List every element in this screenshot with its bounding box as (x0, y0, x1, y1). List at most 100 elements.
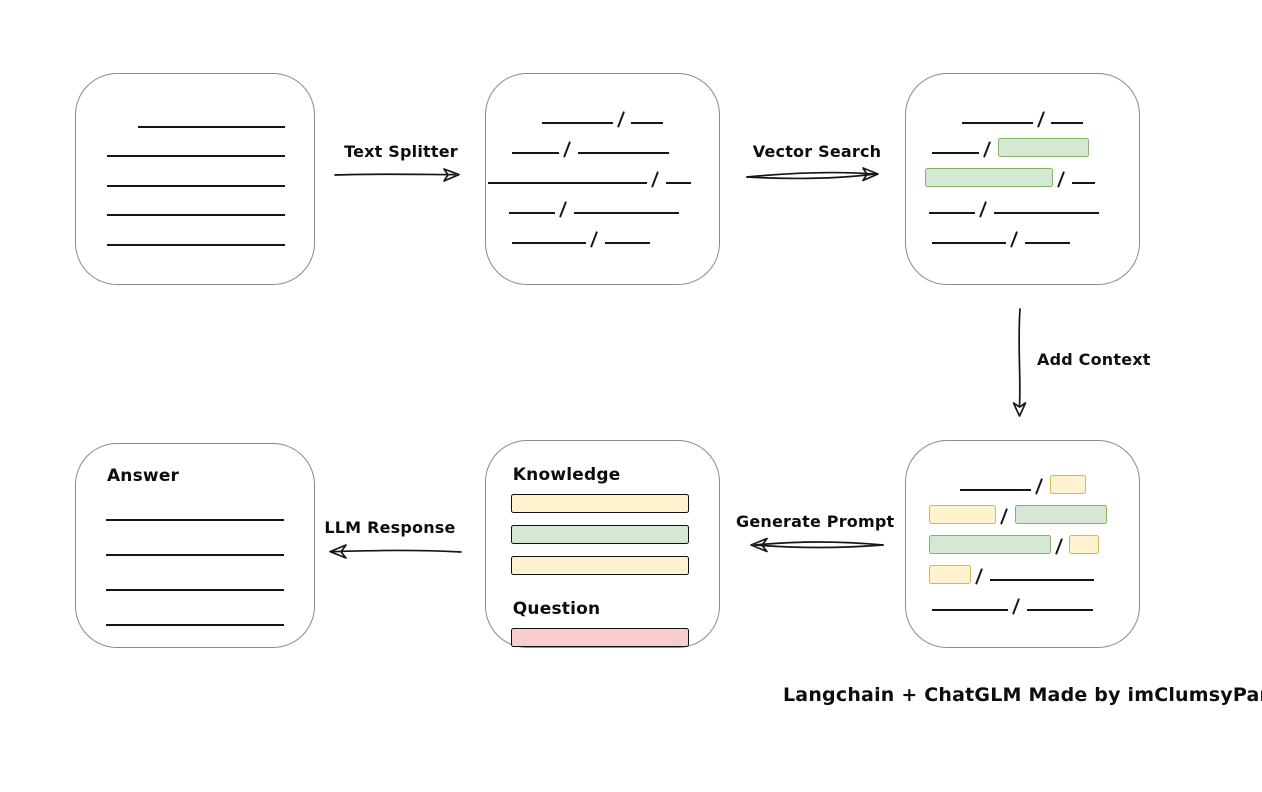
yellow-bar (510, 556, 689, 575)
arrow-vector-search: Vector Search (744, 142, 890, 188)
arrow-llm-response: LLM Response (316, 518, 464, 566)
context-chunk-rows (906, 441, 1139, 615)
answer-line (105, 624, 285, 626)
llm-response-label: LLM Response (324, 518, 456, 537)
chunk-row (931, 585, 1139, 615)
node-matched-chunks (905, 73, 1140, 285)
chunk-row (488, 158, 719, 188)
slash-separator (590, 231, 599, 248)
chunk-row (509, 188, 719, 218)
answer-title: Answer (106, 466, 180, 486)
text-line (931, 609, 1009, 611)
document-line (106, 214, 286, 216)
down-arrow-icon (1012, 308, 1027, 417)
chunk-yellow (1069, 535, 1099, 554)
chunk-rows (486, 74, 719, 248)
text-line (541, 122, 613, 124)
text-line (511, 242, 587, 244)
text-line (931, 242, 1007, 244)
document-line (106, 243, 286, 246)
text-line (929, 212, 976, 214)
arrow-generate-prompt: Generate Prompt (736, 512, 895, 558)
node-split-chunks (485, 73, 720, 285)
yellow-bar (510, 494, 689, 513)
text-line (509, 212, 556, 214)
slash-separator (979, 201, 988, 218)
chunk-row (929, 495, 1139, 525)
answer-line (105, 519, 285, 521)
add-context-label: Add Context (1037, 350, 1151, 369)
chunk-row (929, 188, 1139, 218)
slash-separator (559, 201, 568, 218)
text-line (1026, 609, 1094, 611)
slash-separator (1010, 231, 1019, 248)
slash-separator (1057, 171, 1066, 188)
slash-separator (1035, 478, 1044, 495)
text-splitter-label: Text Splitter (344, 142, 458, 161)
text-line (993, 212, 1099, 214)
slash-separator (651, 171, 660, 188)
slash-separator (1054, 538, 1064, 555)
knowledge-title: Knowledge (512, 465, 621, 485)
text-line (931, 152, 980, 154)
text-line (665, 182, 692, 184)
slash-separator (616, 111, 626, 128)
chunk-yellow (929, 565, 972, 584)
text-line (573, 212, 679, 214)
text-line (604, 242, 651, 244)
text-line (989, 579, 1095, 581)
chunk-green (929, 535, 1051, 554)
chunk-row (511, 218, 719, 248)
slash-separator (563, 141, 572, 158)
slash-separator (975, 568, 984, 585)
right-arrow-icon (746, 167, 879, 182)
right-arrow-icon (334, 168, 460, 182)
chunk-green (924, 168, 1054, 187)
chunk-row (961, 98, 1139, 128)
text-line (1051, 122, 1083, 124)
diagram-caption: Langchain + ChatGLM Made by imClumsyPand… (783, 684, 1262, 706)
text-line (577, 152, 669, 154)
green-bar (510, 525, 689, 544)
left-arrow-icon (329, 544, 462, 559)
answer-lines (76, 519, 314, 626)
chunk-yellow (1049, 475, 1086, 494)
text-line (959, 489, 1032, 491)
answer-line (105, 589, 285, 591)
node-context-chunks (905, 440, 1140, 648)
slash-separator (983, 141, 992, 158)
matched-chunk-rows (906, 74, 1139, 248)
answer-line (105, 554, 285, 556)
document-lines (76, 74, 314, 246)
document-line (106, 155, 286, 157)
chunk-green (997, 138, 1089, 157)
slash-separator (1012, 598, 1021, 615)
node-answer: Answer (75, 443, 315, 648)
chunk-green (1014, 505, 1108, 524)
text-line (1024, 242, 1071, 244)
document-line (106, 184, 286, 187)
chunk-row (929, 525, 1139, 555)
chunk-row (931, 218, 1139, 248)
text-line (488, 182, 648, 184)
slash-separator (1036, 111, 1046, 128)
text-line (631, 122, 663, 124)
chunk-row (924, 158, 1139, 188)
text-line (961, 122, 1033, 124)
vector-search-label: Vector Search (752, 142, 882, 161)
red-bar (510, 628, 689, 647)
chunk-row (931, 128, 1139, 158)
chunk-row (959, 465, 1139, 495)
chunk-row (511, 128, 719, 158)
chunk-yellow (929, 505, 997, 524)
slash-separator (1000, 508, 1009, 525)
text-line (1071, 182, 1096, 184)
chunk-row (541, 98, 719, 128)
generate-prompt-label: Generate Prompt (736, 512, 895, 531)
node-source-document (75, 73, 315, 285)
chunk-row (929, 555, 1139, 585)
arrow-text-splitter: Text Splitter (333, 142, 469, 188)
